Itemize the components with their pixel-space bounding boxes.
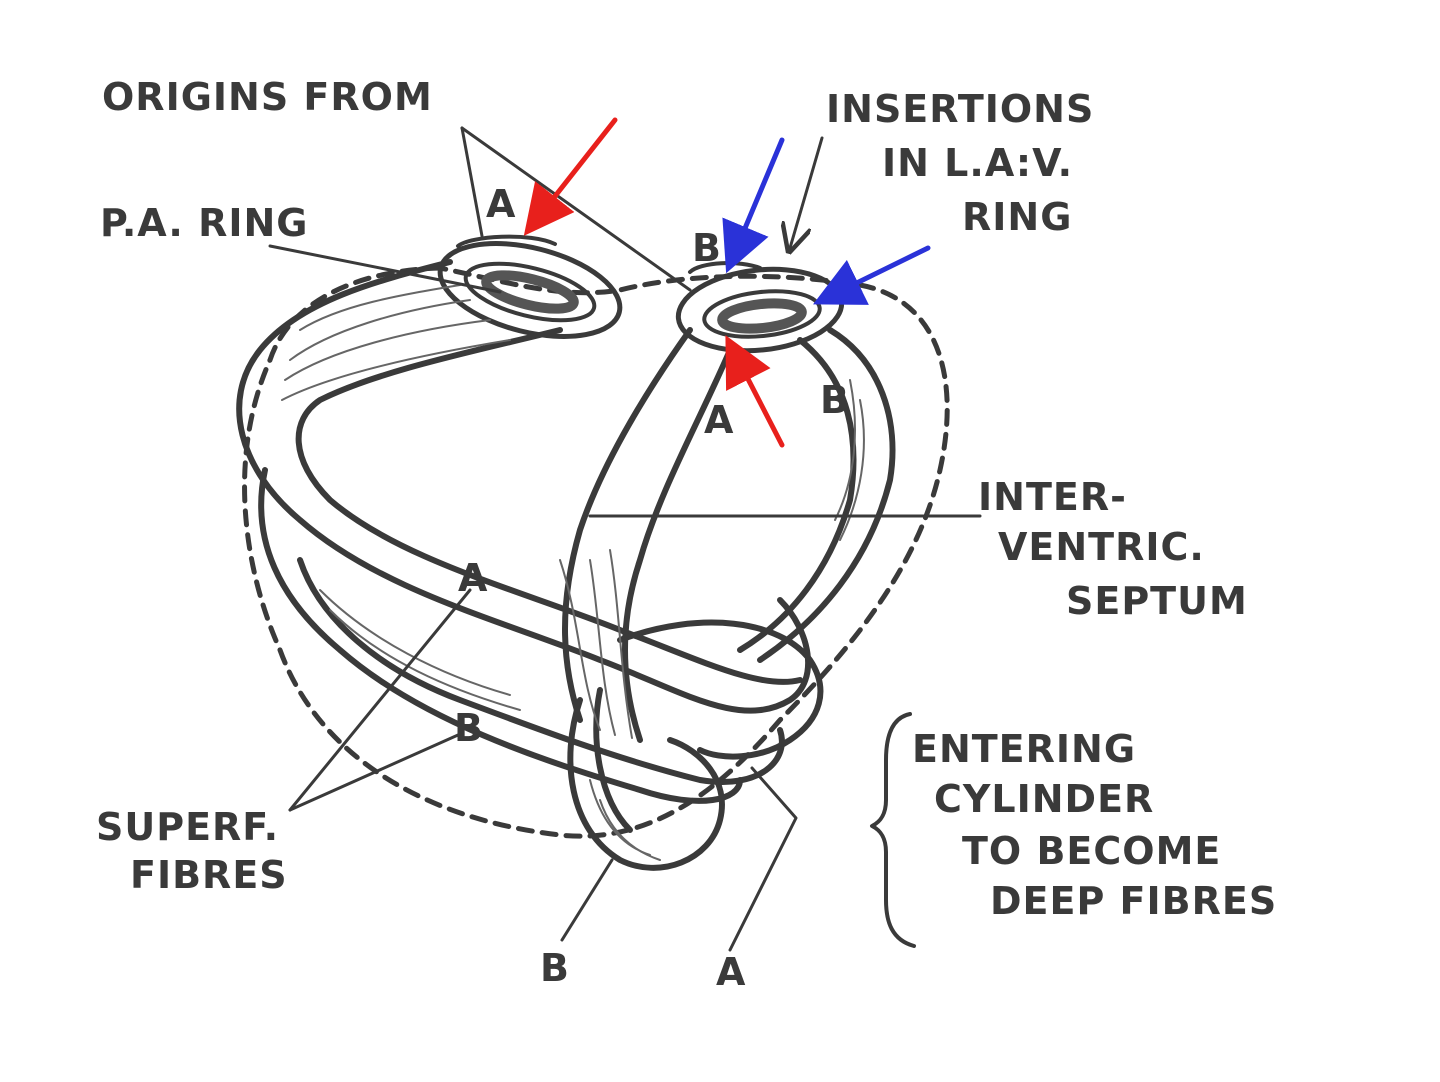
septum-band-left-edge — [562, 327, 693, 723]
label-entering-3: TO BECOME — [962, 829, 1222, 873]
pa-ring-outer — [437, 241, 623, 339]
insertions-arrow — [790, 136, 824, 248]
pa-ring-leader — [268, 244, 502, 294]
letter-b-mid: B — [820, 378, 850, 422]
label-septum-3: SEPTUM — [1066, 579, 1248, 623]
dashed-heart-outline — [242, 265, 950, 839]
band-b-right — [757, 327, 896, 663]
band-inner-edge — [295, 327, 803, 685]
letter-a-bottom: A — [716, 950, 747, 994]
blue-arrow-top — [722, 137, 785, 274]
label-pa-ring: P.A. RING — [100, 201, 309, 245]
label-superf-2: FIBRES — [130, 853, 288, 897]
origins-leader-left — [460, 126, 484, 238]
label-insertions-1: INSERTIONS — [826, 87, 1095, 131]
letter-a-mid: A — [704, 398, 735, 442]
letter-b-band: B — [454, 706, 484, 750]
label-septum-1: INTER- — [978, 475, 1127, 519]
label-insertions-3: RING — [962, 195, 1073, 239]
superf-leader-a — [288, 588, 472, 812]
pa-ring-inner — [463, 261, 597, 323]
letter-a-band: A — [458, 556, 489, 600]
apex-leader-a — [728, 766, 798, 952]
brace — [870, 712, 916, 948]
letter-a-top: A — [486, 182, 517, 226]
red-arrow-top — [523, 117, 618, 236]
label-entering-2: CYLINDER — [934, 777, 1155, 821]
label-superf-1: SUPERF. — [96, 805, 280, 849]
band-outer-edge — [236, 259, 812, 714]
septum-band-right-edge — [622, 347, 733, 743]
red-arrow-bottom — [725, 335, 785, 448]
label-origins-from: ORIGINS FROM — [102, 75, 433, 119]
letter-b-bottom: B — [540, 946, 570, 990]
label-insertions-2: IN L.A:V. — [882, 141, 1074, 185]
label-septum-2: VENTRIC. — [998, 525, 1205, 569]
letter-b-top: B — [692, 226, 722, 270]
label-entering-1: ENTERING — [912, 727, 1137, 771]
band-lower-winding — [258, 467, 743, 804]
blue-arrow-right — [813, 245, 931, 305]
apex-roll — [567, 697, 725, 871]
origins-leader-right — [460, 126, 692, 292]
superf-leader-b — [288, 733, 460, 812]
apex-leader-b — [560, 858, 614, 942]
label-entering-4: DEEP FIBRES — [990, 879, 1278, 923]
